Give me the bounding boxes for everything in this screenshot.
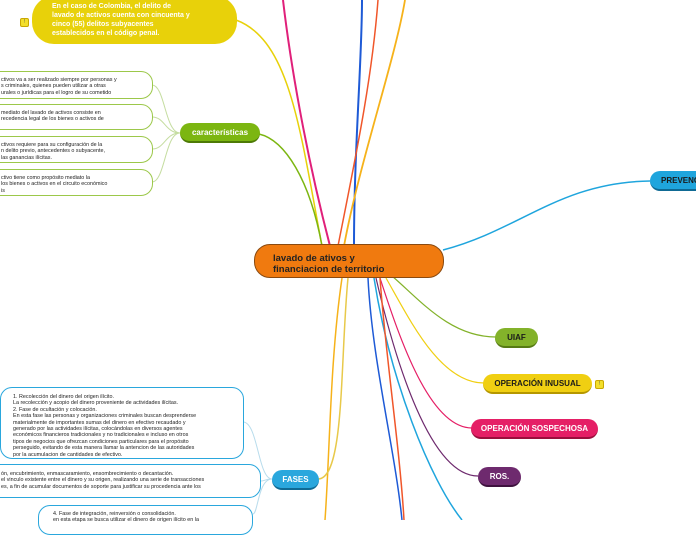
connector-lines: [151, 0, 651, 520]
central-topic[interactable]: lavado de ativos y financiacion de terri…: [254, 244, 444, 278]
caracteristicas-note-4[interactable]: ctivo tiene como propósito mediato la lo…: [0, 169, 153, 196]
top-note-warning-icon: !: [20, 18, 29, 27]
branch-caracteristicas[interactable]: características: [180, 123, 260, 143]
top-note[interactable]: En el caso de Colombia, el delito de lav…: [32, 0, 237, 44]
branch-ros[interactable]: ROS.: [478, 467, 521, 487]
operacion-inusual-warning-icon: !: [595, 380, 604, 389]
caracteristicas-note-1[interactable]: ctivos va a ser realizado siempre por pe…: [0, 71, 153, 99]
caracteristicas-note-2[interactable]: mediato del lavado de activos consiste e…: [0, 104, 153, 130]
branch-operacion-inusual[interactable]: OPERACIÓN INUSUAL: [483, 374, 592, 394]
branch-operacion-sospechosa[interactable]: OPERACIÓN SOSPECHOSA: [471, 419, 598, 439]
branch-uiaf[interactable]: UIAF: [495, 328, 538, 348]
fases-note-3[interactable]: 4. Fase de integración, reinversión o co…: [38, 505, 253, 535]
fases-note-2[interactable]: ón, encubrimiento, enmascaramiento, enso…: [0, 464, 261, 498]
caracteristicas-note-3[interactable]: ctivos requiere para su configuración de…: [0, 136, 153, 163]
branch-prevencion[interactable]: PREVENCI: [650, 171, 696, 191]
fases-note-1[interactable]: 1. Recolección del dinero del origen ilí…: [0, 387, 244, 459]
branch-fases[interactable]: FASES: [272, 470, 319, 490]
